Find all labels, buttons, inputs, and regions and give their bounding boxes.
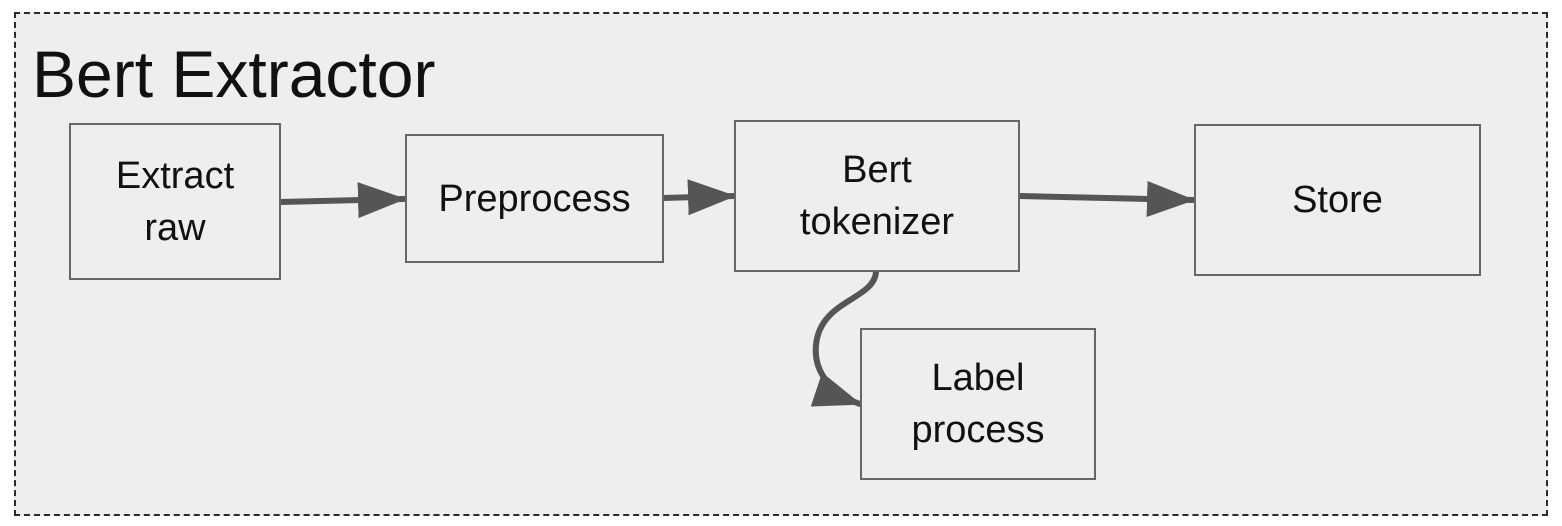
node-preprocess: Preprocess [405,134,664,263]
edge-bert-tokenizer-to-label-process [810,269,879,407]
node-store: Store [1194,124,1481,276]
node-preprocess-label: Preprocess [438,177,631,220]
diagram-title: Bert Extractor [32,37,436,111]
node-store-label: Store [1292,179,1383,221]
node-label-process-label: Label process [911,357,1045,451]
edge-extract-raw-to-preprocess [277,182,407,219]
node-extract-raw-label: Extract raw [115,154,235,249]
edge-preprocess-to-bert-tokenizer [660,179,737,216]
node-bert-tokenizer: Bert tokenizer [734,120,1020,272]
edge-bert-tokenizer-to-store [1016,180,1196,217]
node-label-process: Label process [860,328,1096,480]
node-bert-tokenizer-label: Bert tokenizer [799,149,955,243]
node-extract-raw: Extract raw [69,123,281,280]
